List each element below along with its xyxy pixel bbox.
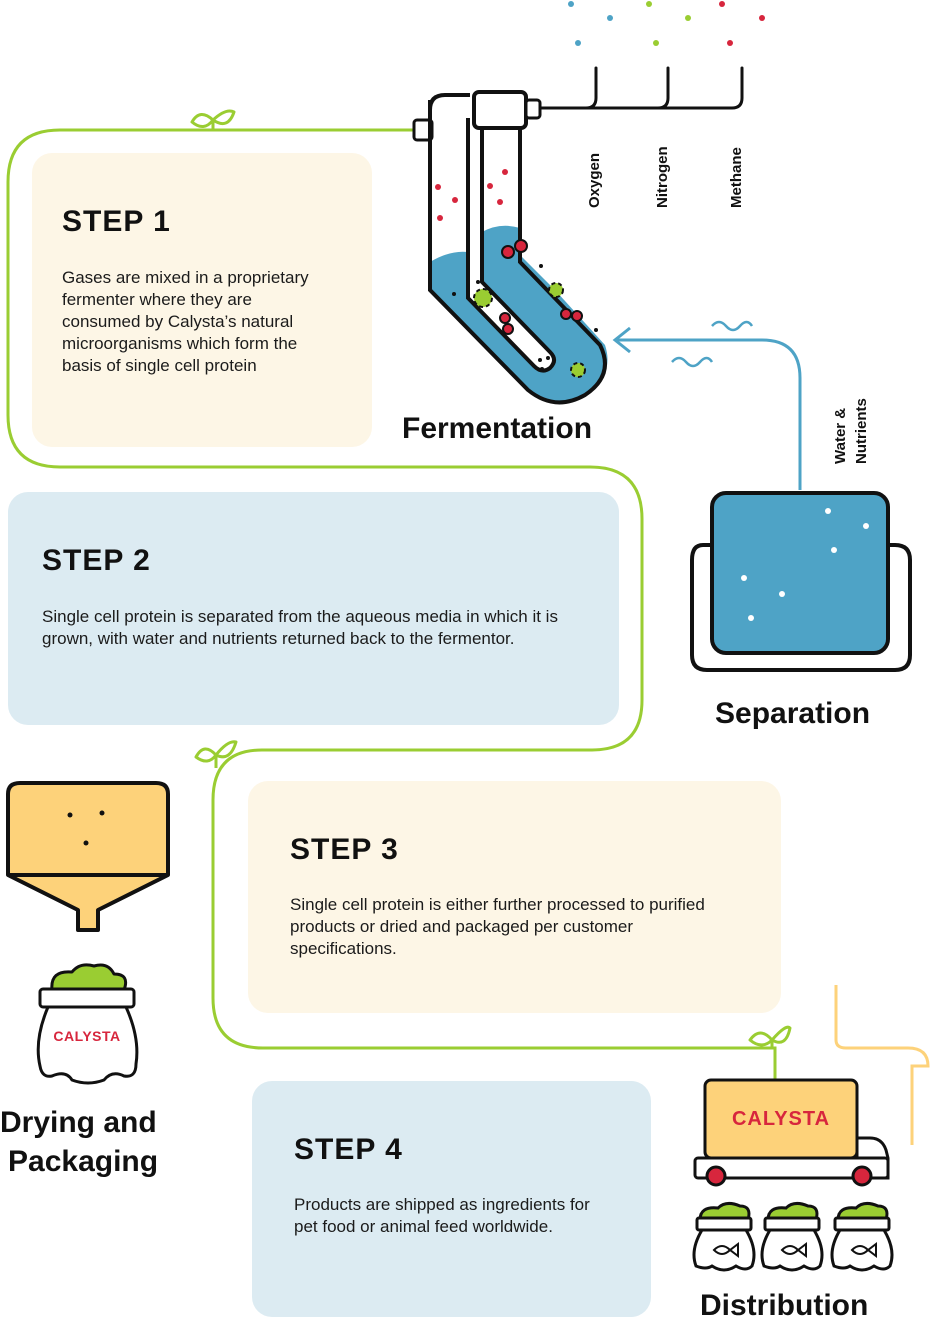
return-flow-label-line2: Nutrients	[853, 398, 870, 464]
feed-bag-icon	[692, 1201, 756, 1272]
distribution-label: Distribution	[700, 1289, 869, 1322]
step-2-text: Single cell protein is separated from th…	[42, 607, 558, 648]
gas-label-nitrogen: Nitrogen	[654, 146, 671, 208]
separation-tank-icon	[690, 491, 912, 672]
gas-label-oxygen: Oxygen	[586, 152, 603, 208]
step-4-card	[252, 1081, 651, 1317]
return-arrow-icon	[612, 326, 631, 354]
sack-brand-label: CALYSTA	[53, 1028, 121, 1044]
gas-particles	[568, 1, 765, 46]
step-2-card	[8, 492, 619, 725]
drying-packaging-label-line1: Drying and	[0, 1106, 157, 1139]
step-4-text: Products are shipped as ingredients for …	[294, 1195, 590, 1236]
fermenter-icon	[412, 90, 608, 405]
wave-icon	[671, 356, 714, 368]
feed-bag-icon	[760, 1201, 824, 1272]
process-path	[6, 128, 777, 1080]
step-1-card	[32, 153, 372, 447]
gas-inlet-lines	[538, 66, 744, 110]
wave-icon	[711, 320, 754, 332]
sprout-icon	[194, 740, 238, 768]
feed-bag-icon	[830, 1201, 894, 1272]
return-flow-line	[615, 338, 802, 490]
sprout-icon	[748, 1025, 792, 1048]
delivery-truck-icon	[693, 1078, 890, 1187]
drying-packaging-label-line2: Packaging	[8, 1145, 159, 1178]
step-4-title: STEP 4	[294, 1133, 403, 1166]
gas-label-methane: Methane	[728, 147, 745, 208]
sprout-icon	[190, 109, 236, 130]
product-sack-icon	[36, 963, 139, 1085]
truck-brand-label: CALYSTA	[731, 1108, 831, 1130]
step-3-title: STEP 3	[290, 833, 399, 866]
step-1-text: Gases are mixed in a proprietary ferment…	[62, 268, 309, 375]
step-1-title: STEP 1	[62, 205, 171, 238]
step-3-card	[248, 781, 781, 1013]
return-flow-label-line1: Water &	[832, 407, 849, 464]
delivery-route	[834, 985, 930, 1145]
fermentation-label: Fermentation	[402, 412, 593, 445]
dryer-hopper-icon	[6, 781, 170, 932]
step-3-text: Single cell protein is either further pr…	[290, 895, 705, 958]
step-2-title: STEP 2	[42, 544, 151, 577]
separation-label: Separation	[715, 697, 871, 730]
